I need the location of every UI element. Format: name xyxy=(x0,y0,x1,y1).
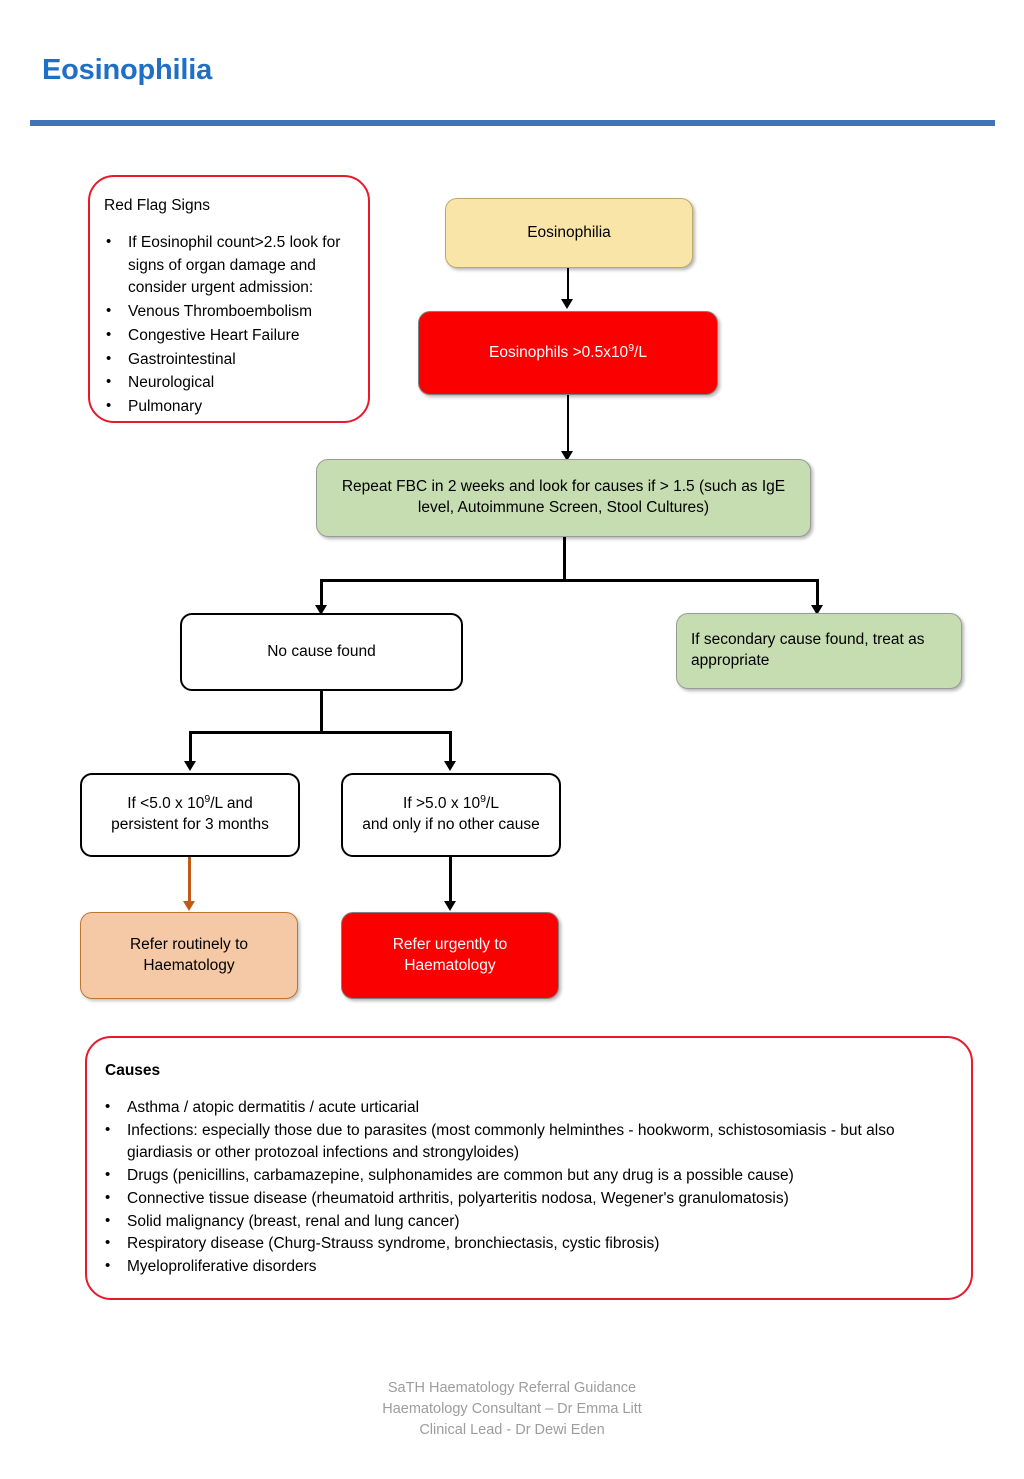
causes-list: Asthma / atopic dermatitis / acute urtic… xyxy=(97,1096,949,1279)
causes-panel: Causes Asthma / atopic dermatitis / acut… xyxy=(85,1036,973,1300)
node-eosinophil-threshold-label: Eosinophils >0.5x109/L xyxy=(489,341,647,361)
list-item: Pulmonary xyxy=(98,395,358,419)
list-item: Congestive Heart Failure xyxy=(98,324,358,348)
connector-no-cause-crossbar xyxy=(189,731,451,734)
connector-threshold-to-repeat xyxy=(567,395,569,453)
footer-line-1: SaTH Haematology Referral Guidance xyxy=(387,1380,637,1396)
connector-low-to-routine xyxy=(188,857,191,904)
node-secondary-cause-label: If secondary cause found, treat as appro… xyxy=(691,631,925,669)
list-item: If Eosinophil count>2.5 look for signs o… xyxy=(98,231,358,300)
list-item: Connective tissue disease (rheumatoid ar… xyxy=(97,1187,949,1211)
node-no-cause-found[interactable]: No cause found xyxy=(180,613,463,691)
node-eosinophilia-label: Eosinophilia xyxy=(527,223,611,241)
list-item: Infections: especially those due to para… xyxy=(97,1119,949,1166)
arrowhead-to-secondary-cause xyxy=(811,605,823,615)
connector-repeat-right-drop xyxy=(816,579,819,608)
red-flag-heading: Red Flag Signs xyxy=(104,197,210,214)
list-item: Neurological xyxy=(98,371,358,395)
connector-repeat-crossbar xyxy=(320,579,819,582)
node-eosinophil-threshold[interactable]: Eosinophils >0.5x109/L xyxy=(418,311,718,395)
connector-start-to-threshold xyxy=(567,268,569,301)
connector-high-to-urgent xyxy=(449,857,452,904)
node-no-cause-found-label: No cause found xyxy=(267,642,376,660)
arrowhead-to-low-branch xyxy=(184,761,196,771)
list-item: Myeloproliferative disorders xyxy=(97,1255,949,1279)
footer-line-3: Clinical Lead - Dr Dewi Eden xyxy=(419,1422,605,1439)
footer-line-2: Haematology Consultant – Dr Emma Litt xyxy=(382,1401,642,1418)
red-flag-list: If Eosinophil count>2.5 look for signs o… xyxy=(98,231,358,419)
node-eosinophilia[interactable]: Eosinophilia xyxy=(445,198,693,268)
connector-no-cause-stem xyxy=(320,691,323,733)
node-repeat-fbc[interactable]: Repeat FBC in 2 weeks and look for cause… xyxy=(316,459,811,537)
list-item: Venous Thromboembolism xyxy=(98,300,358,324)
list-item: Solid malignancy (breast, renal and lung… xyxy=(97,1210,949,1234)
arrowhead-threshold-to-repeat xyxy=(561,451,573,461)
node-secondary-cause[interactable]: If secondary cause found, treat as appro… xyxy=(676,613,962,689)
list-item: Asthma / atopic dermatitis / acute urtic… xyxy=(97,1096,949,1120)
arrowhead-to-no-cause xyxy=(315,605,327,615)
red-flag-signs-panel: Red Flag Signs If Eosinophil count>2.5 l… xyxy=(88,175,370,423)
list-item: Gastrointestinal xyxy=(98,348,358,372)
connector-no-cause-left-drop xyxy=(189,731,192,763)
page-title: Eosinophilia xyxy=(42,54,212,86)
title-divider xyxy=(30,120,995,126)
list-item: Drugs (penicillins, carbamazepine, sulph… xyxy=(97,1164,949,1188)
causes-heading: Causes xyxy=(105,1062,161,1079)
connector-repeat-left-drop xyxy=(320,579,323,608)
connector-no-cause-right-drop xyxy=(449,731,452,763)
arrowhead-to-routine-referral xyxy=(183,901,195,911)
list-item: Respiratory disease (Churg-Strauss syndr… xyxy=(97,1232,949,1256)
connector-repeat-stem xyxy=(563,537,566,581)
node-repeat-fbc-label: Repeat FBC in 2 weeks and look for cause… xyxy=(341,478,786,516)
arrowhead-start-to-threshold xyxy=(561,299,573,309)
arrowhead-to-urgent-referral xyxy=(444,901,456,911)
arrowhead-to-high-branch xyxy=(444,761,456,771)
slide-footer: SaTH Haematology Referral Guidance Haema… xyxy=(0,1378,1024,1441)
